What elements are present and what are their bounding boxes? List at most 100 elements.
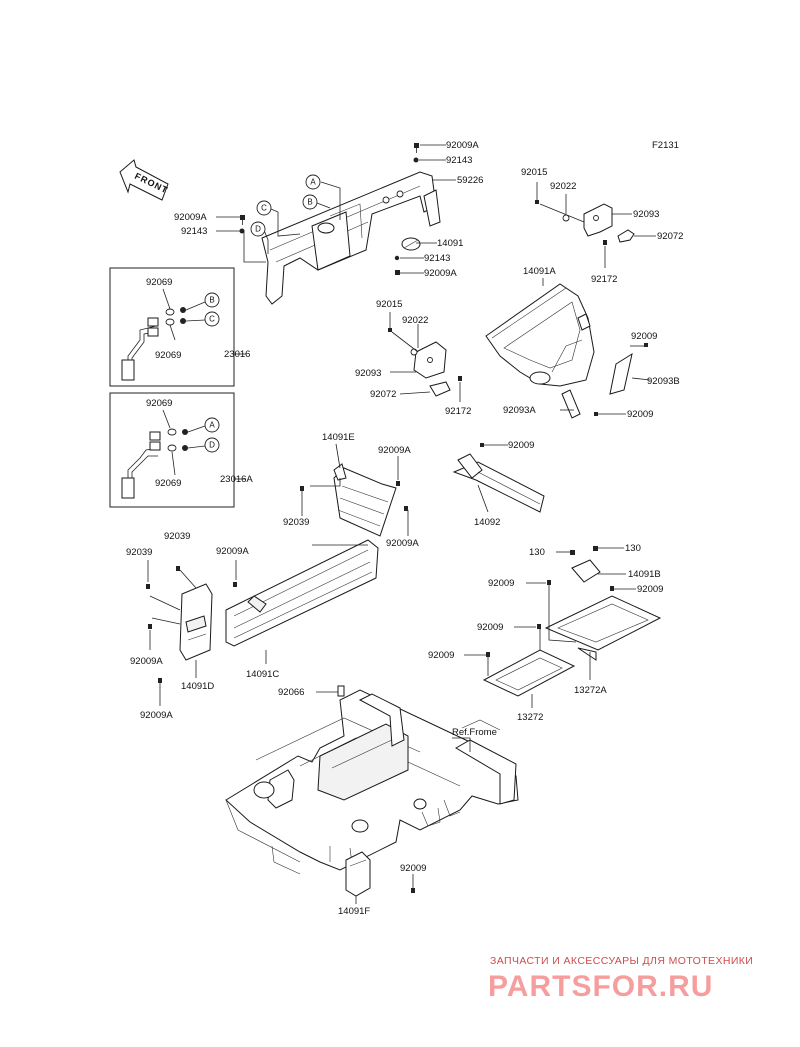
label-13272: 13272 bbox=[517, 712, 543, 723]
label-92093A: 92093A bbox=[503, 405, 536, 416]
label-14091B: 14091B bbox=[628, 569, 661, 580]
label-92093B: 92093B bbox=[647, 376, 680, 387]
label-92009: 92009 bbox=[477, 622, 503, 633]
svg-text:C: C bbox=[209, 315, 215, 324]
bolt-icon bbox=[300, 486, 304, 491]
bolt-icon bbox=[593, 546, 598, 551]
group-box-23016 bbox=[109, 267, 235, 387]
label-130: 130 bbox=[529, 547, 545, 558]
label-14091F: 14091F bbox=[338, 906, 370, 917]
svg-text:B: B bbox=[307, 198, 312, 207]
label-92022: 92022 bbox=[550, 181, 576, 192]
label-92039: 92039 bbox=[126, 547, 152, 558]
floor-panel-13272 bbox=[482, 649, 576, 697]
bolt-icon bbox=[594, 412, 598, 416]
label-13272A: 13272A bbox=[574, 685, 607, 696]
bracket-92093-center bbox=[413, 341, 451, 397]
svg-text:A: A bbox=[209, 421, 215, 430]
label-92009: 92009 bbox=[488, 578, 514, 589]
clamp-icon bbox=[180, 307, 186, 313]
label-92022: 92022 bbox=[402, 315, 428, 326]
bolt-icon bbox=[458, 376, 462, 381]
callout-b: B bbox=[302, 194, 318, 210]
label-92009A: 92009A bbox=[140, 710, 173, 721]
o-ring-icon bbox=[167, 428, 177, 436]
bolt-icon bbox=[414, 143, 419, 153]
callout-a: A bbox=[204, 417, 220, 433]
clamp-icon bbox=[182, 445, 188, 451]
bolt-icon bbox=[148, 624, 152, 629]
panel-14091C bbox=[225, 539, 379, 647]
group-box-23016A bbox=[109, 392, 235, 508]
bolt-icon bbox=[537, 624, 541, 629]
bolt-icon bbox=[146, 584, 150, 589]
label-14091A: 14091A bbox=[523, 266, 556, 277]
label-92009: 92009 bbox=[428, 650, 454, 661]
bolt-icon bbox=[233, 582, 237, 587]
guard-14092 bbox=[452, 453, 545, 513]
hose-23016-icon bbox=[121, 317, 159, 381]
callout-c: C bbox=[204, 311, 220, 327]
label-14091E: 14091E bbox=[322, 432, 355, 443]
label-92009: 92009 bbox=[631, 331, 657, 342]
bracket-92093-right bbox=[583, 203, 635, 243]
label-23016A: 23016A bbox=[220, 474, 253, 485]
label-92172: 92172 bbox=[591, 274, 617, 285]
bracket-14091B bbox=[571, 559, 601, 583]
label-92066: 92066 bbox=[278, 687, 304, 698]
bolt-icon bbox=[644, 343, 648, 347]
label-92009A: 92009A bbox=[378, 445, 411, 456]
label-92072: 92072 bbox=[657, 231, 683, 242]
label-14091D: 14091D bbox=[181, 681, 214, 692]
panel-14091D bbox=[179, 583, 213, 661]
label-92069: 92069 bbox=[146, 277, 172, 288]
label-92009: 92009 bbox=[637, 584, 663, 595]
label-92009A: 92009A bbox=[424, 268, 457, 279]
bolt-icon bbox=[388, 328, 392, 332]
label-92093: 92093 bbox=[355, 368, 381, 379]
label-92009A: 92009A bbox=[130, 656, 163, 667]
label-92009A: 92009A bbox=[386, 538, 419, 549]
callout-d: D bbox=[204, 437, 220, 453]
label-92009: 92009 bbox=[400, 863, 426, 874]
washer-icon bbox=[410, 348, 418, 356]
label-92072: 92072 bbox=[370, 389, 396, 400]
svg-text:D: D bbox=[209, 441, 215, 450]
bolt-icon bbox=[570, 550, 575, 555]
svg-text:B: B bbox=[209, 296, 214, 305]
washer-icon bbox=[413, 157, 419, 163]
bolt-icon bbox=[176, 566, 180, 571]
bracket-92066 bbox=[337, 685, 345, 697]
label-92009A: 92009A bbox=[216, 546, 249, 557]
bolt-icon bbox=[535, 200, 539, 204]
front-arrow-icon: FRONT bbox=[119, 159, 170, 201]
o-ring-icon bbox=[165, 308, 175, 316]
label-92039: 92039 bbox=[164, 531, 190, 542]
label-92172: 92172 bbox=[445, 406, 471, 417]
label-92009: 92009 bbox=[508, 440, 534, 451]
o-ring-icon bbox=[165, 318, 175, 326]
hose-23016A-icon bbox=[121, 431, 161, 499]
bolt-icon bbox=[547, 580, 551, 585]
label-14091C: 14091C bbox=[246, 669, 279, 680]
label-92143: 92143 bbox=[446, 155, 472, 166]
o-ring-icon bbox=[167, 444, 177, 452]
bolt-icon bbox=[480, 443, 484, 447]
label-92015: 92015 bbox=[521, 167, 547, 178]
label-92015: 92015 bbox=[376, 299, 402, 310]
label-92039: 92039 bbox=[283, 517, 309, 528]
svg-text:A: A bbox=[310, 178, 316, 187]
bolt-icon bbox=[486, 652, 490, 657]
washer-icon bbox=[394, 255, 400, 261]
label-92069: 92069 bbox=[155, 478, 181, 489]
svg-text:C: C bbox=[261, 204, 267, 213]
label-92069: 92069 bbox=[146, 398, 172, 409]
label-92093: 92093 bbox=[633, 209, 659, 220]
watermark-tagline: ЗАПЧАСТИ И АКСЕССУАРЫ ДЛЯ МОТОТЕХНИКИ bbox=[490, 955, 753, 967]
label-92069: 92069 bbox=[155, 350, 181, 361]
bolt-icon bbox=[396, 481, 400, 486]
ref-frame-label: Ref.Frome bbox=[452, 727, 497, 738]
callout-a: A bbox=[305, 174, 321, 190]
svg-text:D: D bbox=[255, 225, 261, 234]
